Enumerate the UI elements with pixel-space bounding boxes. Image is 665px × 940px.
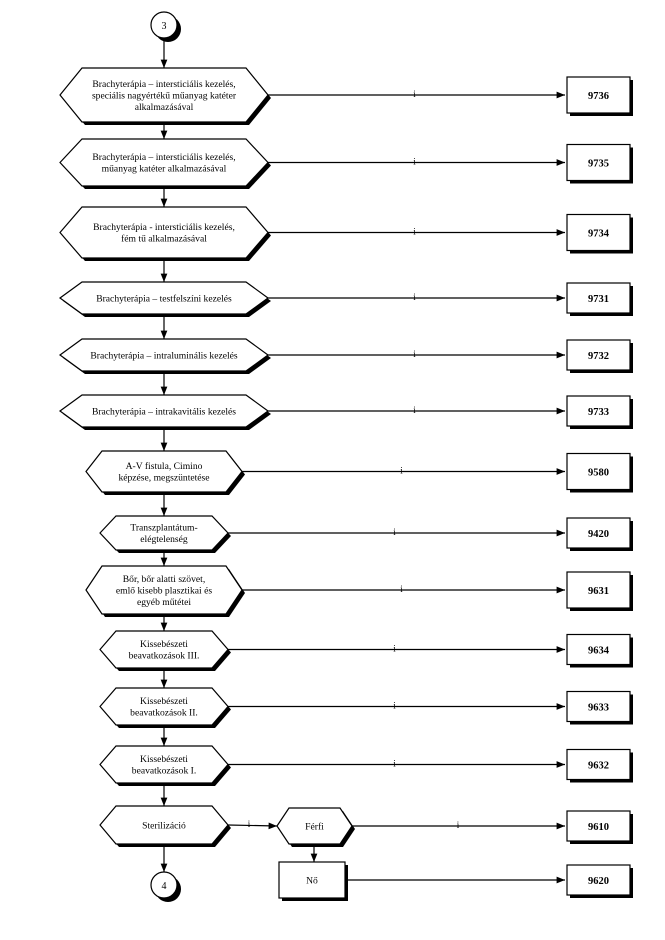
yes-label-4: i [413,349,416,359]
decision-3 [58,281,270,315]
decision-9 [99,630,229,669]
code-label-6: 9580 [588,468,609,479]
code-label-8: 9631 [588,586,609,597]
decision-10 [99,687,229,726]
decision-male-label: Férfi [305,822,324,833]
code-box-6 [566,452,631,491]
decision-6 [85,450,243,493]
box-female [278,861,346,899]
decision-label-7-0: Transzplantátum- [130,523,197,534]
code-box-9 [566,633,631,666]
decision-label-2-1: fém tű alkalmazásával [121,234,207,245]
yes-arrow-sterilization [227,822,278,830]
yes-label-sterilization: i [248,819,251,829]
box-female-label: Nő [306,876,318,887]
decision-5 [58,394,270,428]
decision-4 [58,338,270,372]
code-label-1: 9735 [588,159,609,170]
decision-label-6-0: A-V fistula, Cimino [126,461,203,472]
decision-1 [59,138,269,187]
decision-label-3-0: Brachyterápia – testfelszíni kezelés [96,293,232,304]
decision-label-10-0: Kissebészeti [140,696,188,707]
code-box-5 [566,395,631,427]
decision-7 [99,515,229,551]
code-label-2: 9734 [588,229,610,240]
decision-0 [59,67,269,123]
start-connector-label: 3 [162,21,167,32]
yes-label-1: i [413,157,416,167]
decision-label-0-1: speciális nagyértékű műanyag katéter [92,90,237,101]
code-box-1 [566,143,631,182]
yes-label-2: i [413,227,416,237]
decision-label-11-0: Kissebészeti [140,754,188,765]
yes-label-0: i [413,89,416,99]
decision-label-9-1: beavatkozások III. [129,651,200,662]
yes-label-7: i [393,527,396,537]
decision-label-8-2: egyéb műtétei [137,597,191,608]
yes-label-6: i [400,466,403,476]
yes-label-8: i [400,584,403,594]
decision-2 [59,206,269,259]
decision-label-7-1: elégtelenség [140,534,188,545]
code-box-8 [566,571,631,609]
code-label-4: 9732 [588,351,609,362]
decision-label-6-1: képzése, megszüntetése [118,473,209,484]
decision-label-10-1: beavatkozások II. [130,708,198,719]
decision-label-0-0: Brachyterápia – intersticiális kezelés, [92,79,235,90]
code-box-male [566,810,631,842]
yes-label-5: i [413,405,416,415]
decision-12 [99,805,229,845]
yes-label-3: i [413,292,416,302]
decision-label-4-0: Brachyterápia – intraluminális kezelés [90,350,238,361]
yes-label-10: i [393,701,396,711]
decision-label-2-0: Brachyterápia - intersticiális kezelés, [93,222,235,233]
yes-label-11: i [393,759,396,769]
code-label-female: 9620 [588,876,609,887]
code-label-0: 9736 [588,91,609,102]
yes-label-male: i [457,820,460,830]
code-label-5: 9733 [588,407,609,418]
code-box-female [566,864,631,896]
code-label-male: 9610 [588,822,609,833]
decision-8 [85,565,243,615]
code-label-11: 9632 [588,761,609,772]
code-label-10: 9633 [588,703,609,714]
end-connector-label: 4 [162,881,167,892]
decision-label-5-0: Brachyterápia – intrakavitális kezelés [92,406,236,417]
decision-label-12-0: Sterilizáció [142,820,186,831]
start-connector [150,11,178,39]
decision-label-8-0: Bőr, bőr alatti szövet, [123,574,205,585]
decision-label-11-1: beavatkozások I. [132,766,196,777]
code-box-3 [566,282,631,314]
decision-label-0-2: alkalmazásával [135,102,194,113]
code-label-7: 9420 [588,529,609,540]
yes-label-9: i [393,644,396,654]
code-label-9: 9634 [588,646,610,657]
code-box-11 [566,748,631,781]
decision-label-1-0: Brachyterápia – intersticiális kezelés, [92,152,235,163]
decision-label-9-0: Kissebészeti [140,639,188,650]
code-box-2 [566,213,631,252]
code-box-0 [566,76,631,114]
decision-label-8-1: emlő kisebb plasztikai és [116,585,212,596]
decision-11 [99,745,229,784]
code-box-4 [566,339,631,371]
decision-label-1-1: műanyag katéter alkalmazásával [102,164,227,175]
code-label-3: 9731 [588,294,609,305]
end-connector [150,871,178,899]
code-box-10 [566,690,631,723]
decision-male [276,807,353,845]
code-box-7 [566,517,631,549]
